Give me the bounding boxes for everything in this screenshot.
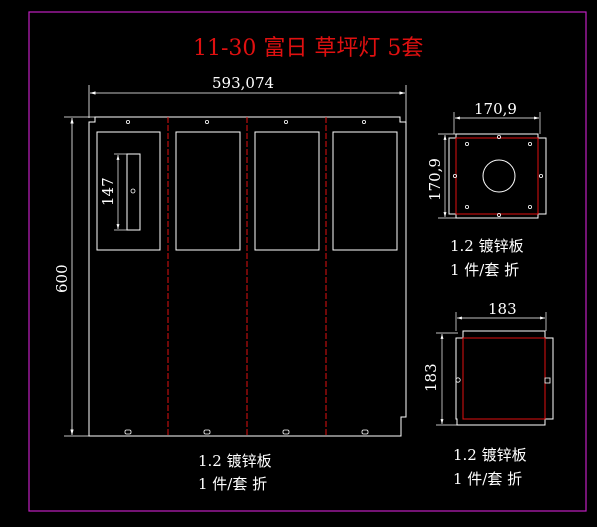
bottom-plate-note-qty: 1 件/套 折 — [453, 470, 522, 488]
bottom-plate-height-dim-text: 183 — [422, 363, 440, 392]
top-plate[interactable]: 170,9 170,9 1.2 镀锌板 1 件/套 折 — [426, 100, 547, 279]
top-plate-hole-sw — [464, 204, 469, 209]
top-plate-hole-ne — [528, 141, 533, 146]
top-plate-hole-e — [539, 173, 544, 178]
top-plate-hole-nw — [464, 141, 469, 146]
top-hole-1 — [126, 120, 131, 125]
drawing-title: 11-30 富日 草坪灯 5套 — [193, 36, 423, 61]
panel-window-4 — [332, 131, 398, 251]
bottom-slot-1 — [124, 429, 132, 435]
bottom-plate-outline — [455, 330, 554, 426]
inner-slot — [126, 153, 141, 231]
bottom-plate-hole-left — [455, 377, 461, 383]
top-plate-note-qty: 1 件/套 折 — [450, 261, 519, 279]
bottom-plate-note-material: 1.2 镀锌板 — [453, 446, 527, 464]
bottom-plate[interactable]: 183 183 1.2 镀锌板 1 件/套 折 — [422, 300, 554, 488]
panel-window-3 — [254, 131, 320, 251]
top-hole-3 — [283, 120, 288, 125]
top-plate-hole-n — [496, 134, 501, 139]
top-plate-bend-outline — [455, 137, 539, 215]
panel-window-1 — [96, 131, 161, 251]
top-hole-4 — [361, 120, 366, 125]
top-plate-center-hole — [482, 159, 516, 193]
bottom-plate-bend-outline — [462, 337, 546, 420]
top-plate-hole-w — [452, 173, 457, 178]
bottom-slot-4 — [361, 429, 369, 435]
top-plate-hole-s — [496, 212, 501, 217]
inner-dim-text: 147 — [99, 177, 117, 206]
main-panel-note-qty: 1 件/套 折 — [198, 475, 267, 493]
bottom-slot-3 — [282, 429, 290, 435]
panel-window-2 — [175, 131, 241, 251]
inner-slot-hole — [130, 188, 136, 194]
top-plate-width-dim-text: 170,9 — [474, 100, 517, 118]
main-panel[interactable]: 593,074 600 147 — [53, 74, 407, 493]
bottom-plate-slot-right — [544, 377, 551, 384]
top-plate-height-dim-text: 170,9 — [426, 158, 444, 201]
main-panel-outline — [88, 116, 407, 437]
top-plate-outline — [448, 133, 547, 219]
bottom-plate-width-dim-text: 183 — [488, 300, 517, 318]
top-plate-hole-se — [528, 204, 533, 209]
main-panel-note-material: 1.2 镀锌板 — [198, 452, 272, 470]
drawing-frame — [28, 11, 587, 512]
top-hole-2 — [204, 120, 209, 125]
bottom-slot-2 — [203, 429, 211, 435]
main-height-dim-text: 600 — [53, 264, 71, 293]
top-plate-note-material: 1.2 镀锌板 — [450, 237, 524, 255]
main-width-dim-text: 593,074 — [212, 74, 274, 92]
